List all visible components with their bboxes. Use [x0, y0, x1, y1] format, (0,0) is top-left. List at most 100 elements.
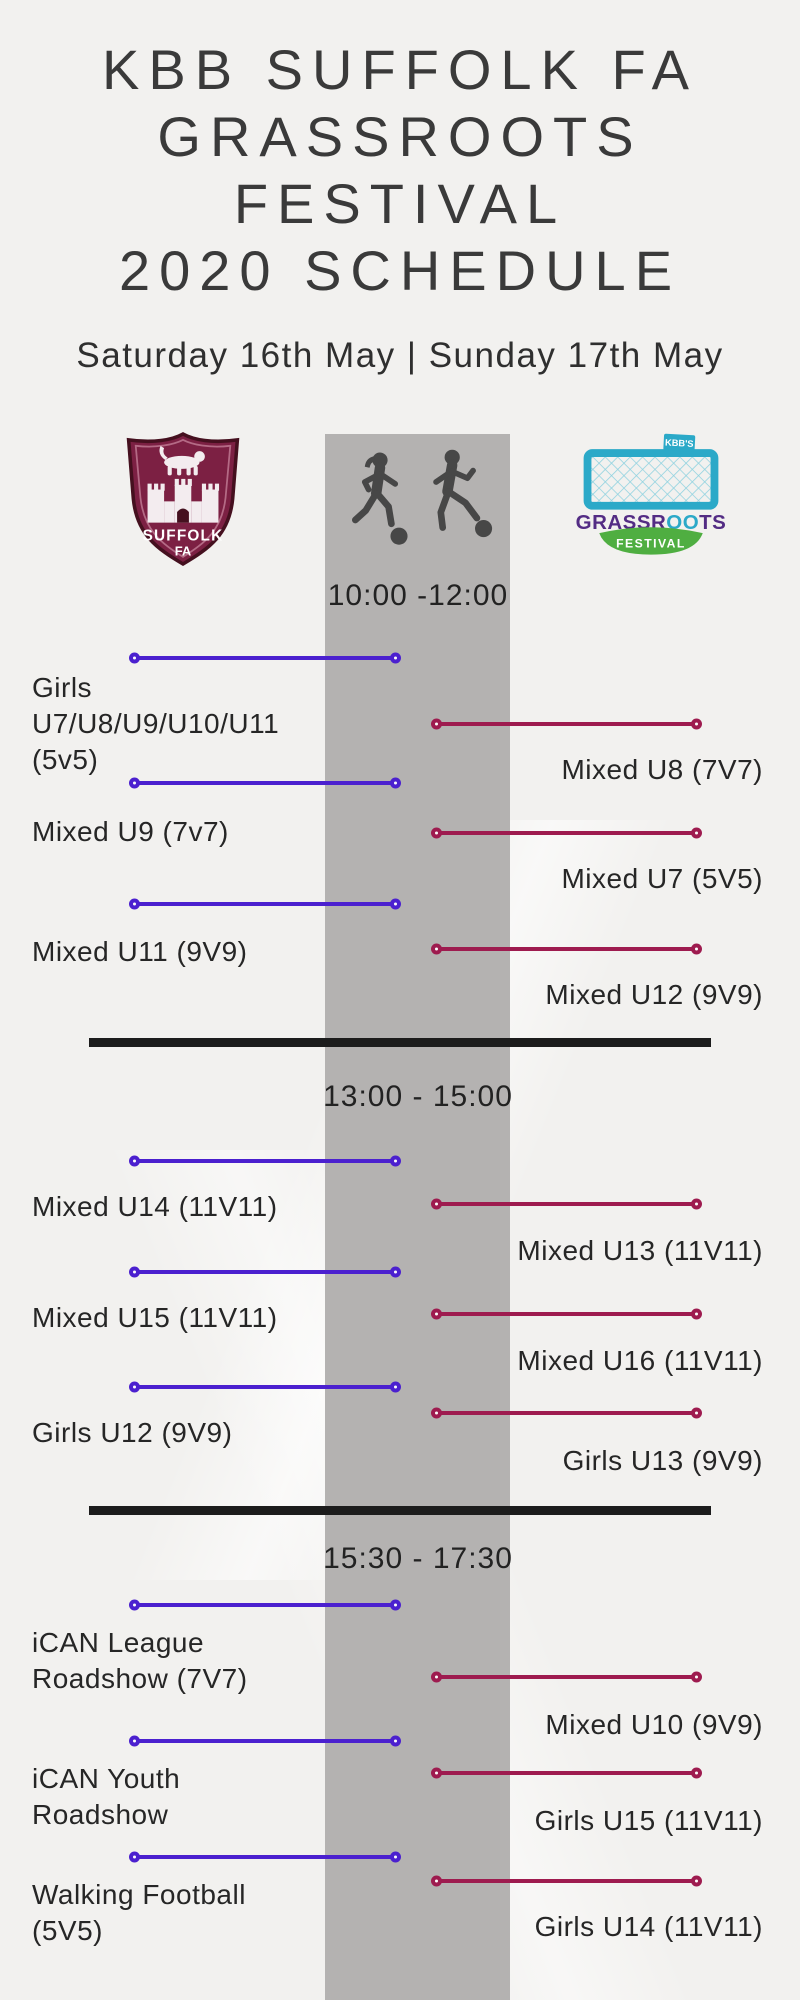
session-1-left-connector-1 [129, 652, 401, 664]
timeline-dot-end [691, 1767, 702, 1779]
timeline-dot-end [691, 1671, 702, 1683]
session-2-right-label-2: Mixed U16 (11V11) [517, 1345, 763, 1376]
timeline-dot-end [390, 1381, 401, 1393]
session-2-left-connector-3 [129, 1381, 401, 1393]
crest-gate [177, 508, 189, 523]
female-player-silhouette [351, 452, 408, 545]
poster-title: KBB SUFFOLK FA GRASSROOTS FESTIVAL 2020 … [0, 36, 800, 304]
timeline-dot-end [691, 718, 702, 730]
session-1-right-label-3: Mixed U12 (9V9) [545, 979, 763, 1010]
timeline-dot-end [691, 1308, 702, 1320]
session-3-right-label-2: Girls U15 (11V11) [534, 1805, 763, 1836]
timeline-dot-end [691, 943, 702, 955]
section-divider [89, 1506, 711, 1515]
session-2-right-connector-1 [431, 1198, 702, 1210]
timeline-dot-start [431, 943, 442, 955]
timeline-center-band [325, 434, 510, 2000]
crest-lion [159, 445, 205, 476]
title-line-3: FESTIVAL [233, 172, 567, 235]
timeline-dot-end [390, 1735, 401, 1747]
session-3-left-label-3: Walking Football (5V5) [32, 1879, 246, 1946]
session-3-time: 15:30 - 17:30 [323, 1542, 513, 1575]
timeline-dot-start [129, 1381, 140, 1393]
session-3-left-connector-3 [129, 1851, 401, 1863]
session-1-time: 10:00 -12:00 [327, 579, 509, 612]
timeline-dot-end [691, 1875, 702, 1887]
festival-text: FESTIVAL [616, 537, 686, 551]
timeline-dot-start [431, 1407, 442, 1419]
session-2-left-label-1: Mixed U14 (11V11) [32, 1191, 278, 1222]
timeline-dot-start [129, 777, 140, 789]
timeline-dot-end [390, 652, 401, 664]
session-2-right-connector-2 [431, 1308, 702, 1320]
suffolk-fa-crest-logo: SUFFOLK FA [126, 431, 240, 567]
timeline-dot-end [691, 1407, 702, 1419]
timeline-dot-start [431, 1875, 442, 1887]
title-line-4: 2020 SCHEDULE [118, 239, 682, 302]
kbbs-tag: KBB'S [663, 433, 696, 452]
football-icon [475, 520, 493, 538]
session-1-right-connector-1 [431, 718, 702, 730]
session-3-left-connector-1 [129, 1599, 401, 1611]
session-2-left-connector-2 [129, 1266, 401, 1278]
svg-text:KBB'S: KBB'S [665, 437, 694, 448]
session-1-left-label-3: Mixed U11 (9V9) [32, 936, 248, 967]
timeline-dot-end [390, 898, 401, 910]
timeline-dot-start [129, 652, 140, 664]
football-icon [390, 527, 408, 545]
crest-suffolk-text: SUFFOLK [143, 527, 224, 544]
goal-net [591, 456, 711, 502]
title-line-1: KBB SUFFOLK FA [102, 38, 698, 101]
session-1-right-label-2: Mixed U7 (5V5) [561, 863, 763, 894]
goal-frame [583, 449, 719, 510]
session-1-left-label-2: Mixed U9 (7v7) [32, 816, 229, 847]
session-1-left-label-1: Girls U7/U8/U9/U10/U11 (5v5) [32, 672, 280, 775]
session-1-right-label-1: Mixed U8 (7V7) [561, 754, 763, 785]
event-dates: Saturday 16th May | Sunday 17th May [76, 336, 724, 375]
session-2-left-label-2: Mixed U15 (11V11) [32, 1302, 278, 1333]
timeline-dot-start [431, 1308, 442, 1320]
timeline-dot-start [431, 827, 442, 839]
session-3-right-connector-2 [431, 1767, 702, 1779]
session-3-left-label-2: iCAN Youth Roadshow [32, 1763, 181, 1830]
session-3-left-connector-2 [129, 1735, 401, 1747]
timeline-dot-start [129, 1599, 140, 1611]
male-player-silhouette [433, 449, 493, 538]
crest-fa-text: FA [175, 544, 192, 559]
timeline-dot-end [691, 1198, 702, 1210]
session-1-left-connector-3 [129, 898, 401, 910]
session-3-right-connector-3 [431, 1875, 702, 1887]
session-2-right-label-3: Girls U13 (9V9) [562, 1445, 763, 1476]
timeline-dot-end [390, 1266, 401, 1278]
session-2-right-label-1: Mixed U13 (11V11) [517, 1235, 763, 1266]
timeline-dot-end [390, 1155, 401, 1167]
players-silhouette-icon [351, 449, 493, 545]
session-2-time: 13:00 - 15:00 [323, 1080, 513, 1113]
timeline-dot-start [129, 1851, 140, 1863]
session-1-left-connector-2 [129, 777, 401, 789]
timeline-dot-start [431, 1198, 442, 1210]
session-1-right-connector-2 [431, 827, 702, 839]
session-2-right-connector-3 [431, 1407, 702, 1419]
timeline-dot-start [129, 1155, 140, 1167]
timeline-dot-start [129, 1266, 140, 1278]
session-3-right-label-3: Girls U14 (11V11) [534, 1911, 763, 1942]
session-3-right-label-1: Mixed U10 (9V9) [545, 1709, 763, 1740]
timeline-dot-start [129, 1735, 140, 1747]
session-3-right-connector-1 [431, 1671, 702, 1683]
timeline-dot-start [431, 1767, 442, 1779]
timeline-dot-end [390, 1851, 401, 1863]
grassroots-festival-logo: KBB'S GRASSROOTS FESTIVAL [576, 433, 726, 555]
session-2-left-connector-1 [129, 1155, 401, 1167]
title-line-2: GRASSROOTS [157, 105, 643, 168]
timeline-dot-start [431, 1671, 442, 1683]
section-divider [89, 1038, 711, 1047]
session-1-right-connector-3 [431, 943, 702, 955]
timeline-dot-end [390, 777, 401, 789]
timeline-dot-end [691, 827, 702, 839]
timeline-dot-start [129, 898, 140, 910]
timeline-dot-start [431, 718, 442, 730]
session-2-left-label-3: Girls U12 (9V9) [32, 1417, 233, 1448]
grass-banner [599, 527, 703, 555]
session-3-left-label-1: iCAN League Roadshow (7V7) [32, 1627, 248, 1694]
